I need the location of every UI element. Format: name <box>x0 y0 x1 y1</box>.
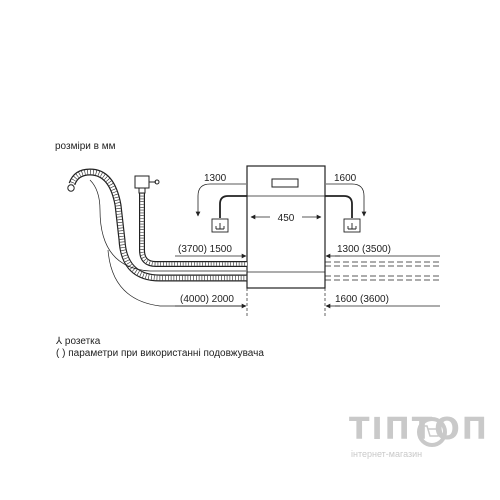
brand-tagline: інтернет-магазин <box>351 449 423 459</box>
socket-right-icon <box>343 218 361 233</box>
right-top-label: 1600 <box>334 173 357 184</box>
socket-symbol-icon: ⅄ <box>56 336 63 347</box>
right-bottom-label: 1600 (3600) <box>335 294 389 305</box>
extension-label: параметри при використанні подовжувача <box>68 348 264 359</box>
water-valve-icon <box>134 175 160 194</box>
left-mid-dimension: (3700) 1500 <box>175 244 247 259</box>
extension-symbol: ( ) <box>56 348 66 359</box>
brand-cart-icon <box>417 417 447 447</box>
inlet-hose <box>139 193 247 267</box>
brand-logo: ТІПТОП <box>349 412 489 447</box>
width-dimension: 450 <box>250 213 322 224</box>
inlet-reach-arc <box>89 179 246 272</box>
right-top-arrow: 1600 <box>325 173 367 218</box>
right-mid-label: 1300 (3500) <box>337 244 391 255</box>
socket-left-icon <box>211 218 229 233</box>
dishwasher-outline <box>246 165 326 289</box>
drain-hose <box>67 168 247 282</box>
left-bottom-dimension: (4000) 2000 <box>175 294 247 309</box>
left-top-arrow: 1300 <box>195 173 247 218</box>
drain-reach-arc <box>107 249 246 307</box>
legend-socket: ⅄ розетка <box>56 336 100 347</box>
left-top-label: 1300 <box>204 173 227 184</box>
units-caption: розміри в мм <box>55 141 116 152</box>
left-mid-label: (3700) 1500 <box>178 244 232 255</box>
extension-hoses-right <box>325 261 440 281</box>
legend-extension: ( ) параметри при використанні подовжува… <box>56 348 264 359</box>
socket-label: розетка <box>64 336 101 347</box>
right-mid-dimension: 1300 (3500) <box>325 244 440 259</box>
left-bottom-label: (4000) 2000 <box>180 294 234 305</box>
width-label: 450 <box>278 213 295 224</box>
right-bottom-dimension: 1600 (3600) <box>325 294 440 309</box>
